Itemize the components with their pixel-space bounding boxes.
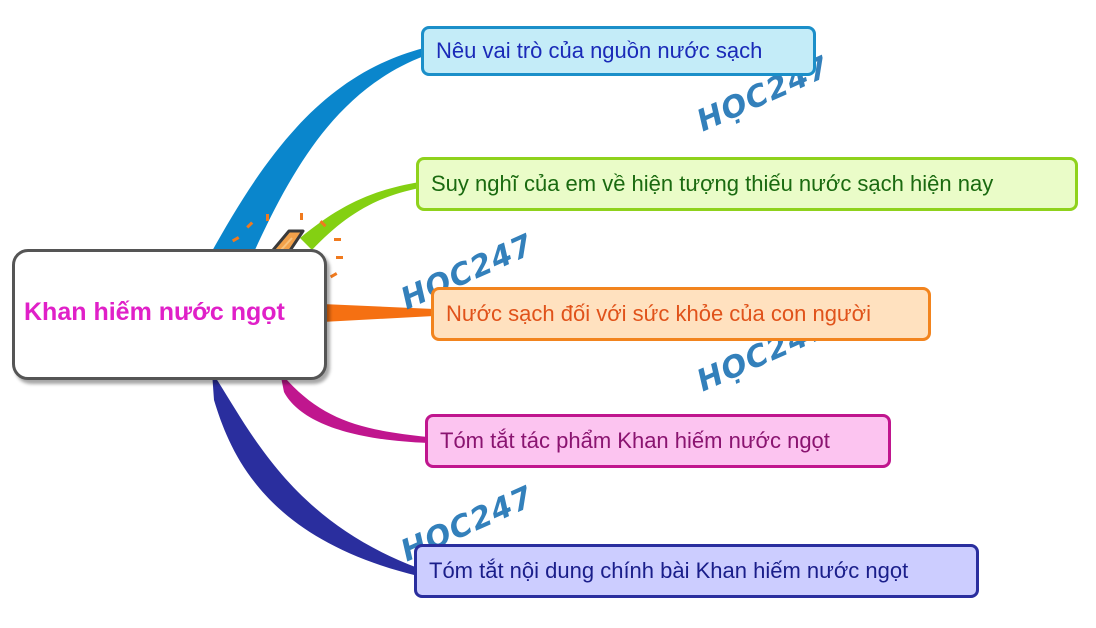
connector-branch-3 bbox=[322, 304, 434, 322]
branch-node-5[interactable]: Tóm tắt nội dung chính bài Khan hiếm nướ… bbox=[414, 544, 979, 598]
branch-label-4: Tóm tắt tác phẩm Khan hiếm nước ngọt bbox=[440, 428, 830, 453]
branch-node-3[interactable]: Nước sạch đối với sức khỏe của con người bbox=[431, 287, 931, 341]
central-topic-box[interactable] bbox=[12, 249, 327, 380]
branch-label-1: Nêu vai trò của nguồn nước sạch bbox=[436, 38, 763, 63]
branch-node-1[interactable]: Nêu vai trò của nguồn nước sạch bbox=[421, 26, 816, 76]
connector-branch-1 bbox=[206, 48, 424, 270]
branch-label-2: Suy nghĩ của em về hiện tượng thiếu nước… bbox=[431, 171, 994, 196]
connector-branch-4 bbox=[280, 372, 428, 443]
branch-node-2[interactable]: Suy nghĩ của em về hiện tượng thiếu nước… bbox=[416, 157, 1078, 211]
connector-branch-5 bbox=[212, 372, 418, 576]
branch-label-3: Nước sạch đối với sức khỏe của con người bbox=[446, 301, 871, 326]
branch-label-5: Tóm tắt nội dung chính bài Khan hiếm nướ… bbox=[429, 558, 909, 583]
connector-branch-2 bbox=[300, 182, 420, 250]
central-topic-label: Khan hiếm nước ngọt bbox=[24, 298, 285, 326]
branch-node-4[interactable]: Tóm tắt tác phẩm Khan hiếm nước ngọt bbox=[425, 414, 891, 468]
